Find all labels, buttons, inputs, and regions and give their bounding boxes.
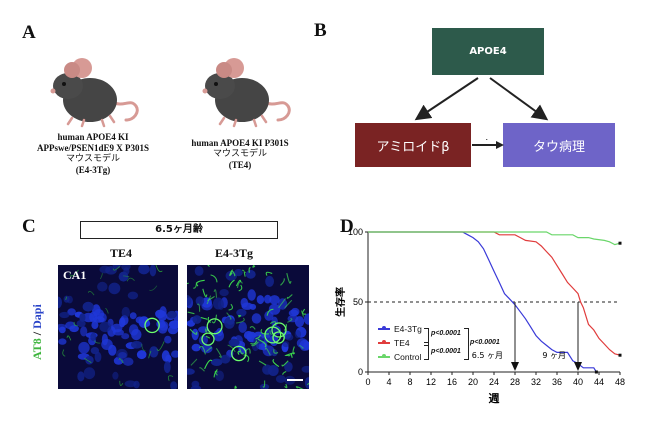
series-line-te4 (368, 231, 621, 356)
legend-swatch-te4 (378, 340, 390, 344)
x-tick-label: 48 (615, 377, 625, 387)
series-end-marker (594, 370, 598, 374)
annotation-label: 9 ヶ月 (542, 351, 566, 360)
series-end-marker (618, 353, 622, 357)
x-tick-label: 28 (510, 377, 520, 387)
x-tick-label: 8 (407, 377, 412, 387)
apoe4-node: APOE4 (432, 28, 544, 75)
y-tick-label: 0 (358, 367, 363, 377)
stain-at8-label: AT8 (30, 338, 44, 360)
mouse1-line2: APPswe/PSEN1dE9 X P301S (36, 143, 149, 153)
legend-swatch-control (378, 354, 390, 358)
stain-label: AT8 / Dapi (30, 280, 46, 360)
amyloid-beta-node: アミロイドβ (355, 123, 471, 167)
panel-letter-c: C (22, 216, 36, 237)
pvalue-e4-3tg-vs-control: p<0.0001 (470, 339, 500, 346)
annotation-arrowhead (511, 362, 519, 371)
pvalue-bracket-3 (464, 328, 469, 360)
chart-legend: E4-3Tg TE4 Control p<0.0001 p<0.0001 p<0… (378, 324, 500, 368)
x-tick-label: 4 (386, 377, 391, 387)
mouse-te4-label: human APOE4 KI P301S マウスモデル (TE4) (176, 138, 304, 171)
series-end-marker (618, 241, 622, 245)
legend-item-te4: TE4 (378, 338, 410, 348)
mouse1-line3: マウスモデル (65, 154, 120, 164)
pvalue-te4-vs-control: p<0.0001 (431, 348, 461, 355)
legend-label-e4-3tg: E4-3Tg (394, 324, 422, 334)
legend-item-e4-3tg: E4-3Tg (378, 324, 422, 334)
panel-letter-a: A (22, 22, 36, 43)
chart-series (368, 231, 622, 374)
micrograph-e4-3tg (187, 265, 309, 389)
micrograph-e4-3tg-canvas (187, 265, 309, 389)
mouse2-line1: human APOE4 KI P301S (191, 138, 289, 148)
x-tick-label: 36 (552, 377, 562, 387)
mouse1-line1: human APOE4 KI (57, 132, 129, 142)
region-label-ca1: CA1 (63, 268, 87, 282)
legend-label-te4: TE4 (394, 338, 410, 348)
x-tick-label: 12 (426, 377, 436, 387)
legend-item-control: Control (378, 352, 421, 362)
pvalue-bracket-1 (424, 328, 429, 346)
x-tick-label: 16 (447, 377, 457, 387)
legend-swatch-e4-3tg (378, 326, 390, 330)
tau-pathology-node: タウ病理 (503, 123, 615, 167)
legend-label-control: Control (394, 352, 422, 362)
stain-separator: / (30, 328, 44, 339)
x-tick-label: 20 (468, 377, 478, 387)
scale-bar (287, 379, 303, 381)
panel-letter-d: D (340, 216, 354, 237)
column-label-te4: TE4 (110, 246, 133, 260)
x-tick-label: 40 (573, 377, 583, 387)
x-tick-label: 44 (594, 377, 604, 387)
annotation-arrowhead (574, 362, 582, 371)
nuclei-and-fibers (58, 265, 178, 389)
series-line-e4-3tg (368, 231, 597, 373)
y-axis-label: 生存率 (334, 287, 347, 317)
arrow-amyloid-to-tau-icon (472, 141, 504, 149)
mouse-e4-3tg-label: human APOE4 KI APPswe/PSEN1dE9 X P301S マ… (30, 132, 156, 176)
mouse-e4-3tg-illustration (50, 58, 139, 128)
mouse2-line3: (TE4) (228, 160, 252, 170)
x-tick-label: 32 (531, 377, 541, 387)
pvalue-e4-3tg-vs-te4: p<0.0001 (431, 330, 461, 337)
stain-dapi-label: Dapi (30, 304, 44, 329)
micrograph-te4: CA1 (58, 265, 178, 389)
micrograph-te4-canvas (58, 265, 178, 389)
x-tick-label: 0 (365, 377, 370, 387)
nuclei-and-fibers (187, 265, 309, 389)
arrow-apoe4-to-tau (489, 77, 549, 121)
age-header-box: 6.5ヶ月齢 (80, 221, 278, 239)
mouse2-line2: マウスモデル (212, 149, 267, 159)
x-axis-label: 週 (489, 391, 500, 405)
panel-letter-b: B (314, 20, 327, 41)
annotation-label: 6.5 ヶ月 (472, 351, 503, 360)
arrow-apoe4-to-amyloid (414, 77, 479, 121)
pathway-arrows (414, 77, 549, 140)
chart-annotations: 6.5 ヶ月 9 ヶ月 (472, 302, 582, 371)
mouse1-line4: (E4-3Tg) (75, 165, 111, 175)
y-tick-label: 50 (353, 297, 363, 307)
series-line-control (368, 231, 621, 246)
y-tick-label: 100 (348, 227, 363, 237)
pvalue-bracket-2 (424, 342, 429, 360)
x-tick-label: 24 (489, 377, 499, 387)
column-label-e4-3tg: E4-3Tg (215, 246, 254, 260)
mouse-te4-illustration (202, 58, 291, 128)
